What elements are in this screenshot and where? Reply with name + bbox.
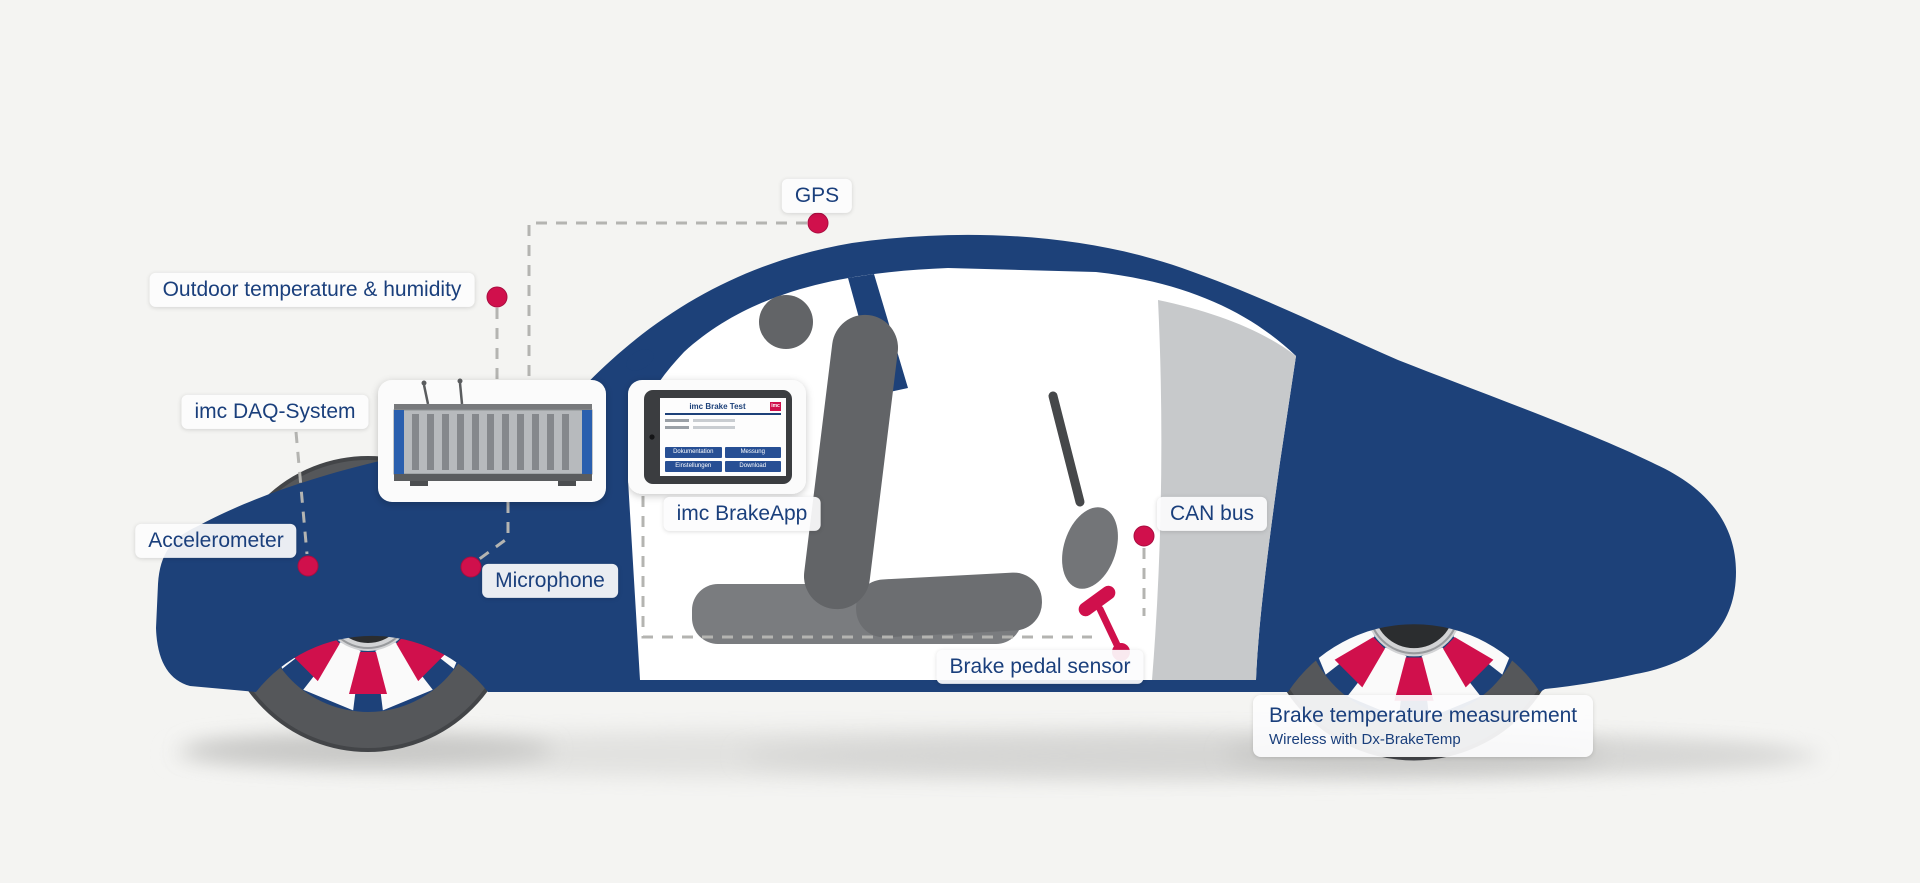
accelerometer-sensor-dot: [297, 555, 319, 577]
microphone-sensor-dot: [460, 556, 482, 578]
gps-connector: [527, 221, 807, 380]
brake-pedal-sensor-label: Brake pedal sensor: [936, 649, 1144, 685]
brakeapp-button-messung: Messung: [724, 447, 781, 458]
driver-silhouette: [692, 295, 1118, 644]
gps-sensor-dot: [807, 212, 829, 234]
brakeapp-button-einstellungen: Einstellungen: [665, 461, 722, 472]
brakeapp-button-dokumentation: Dokumentation: [665, 447, 722, 458]
brakeapp-button-download: Download: [724, 461, 781, 472]
brakeapp-label: imc BrakeApp: [663, 496, 821, 532]
daq-device: [378, 378, 606, 502]
brakeapp-form-row: [665, 426, 781, 429]
microphone-label: Microphone: [482, 563, 618, 599]
sensor-dots: [297, 212, 1155, 578]
canbus-label: CAN bus: [1156, 496, 1268, 532]
tablet-camera-icon: [649, 434, 655, 440]
brake-temperature-label: Brake temperature measurement Wireless w…: [1253, 695, 1594, 758]
brake-temperature-subtitle: Wireless with Dx-BrakeTemp: [1269, 731, 1461, 749]
outdoor-sensor-dot: [486, 286, 508, 308]
daq-microphone-connector: [477, 502, 510, 562]
antenna-icon: [421, 378, 464, 405]
imc-logo: imc: [770, 402, 781, 411]
daq-accelerometer-connector: [294, 431, 309, 555]
rear-interior-shading: [1152, 300, 1296, 680]
dashed-connectors: [294, 221, 1146, 639]
outdoor-temperature-label: Outdoor temperature & humidity: [149, 272, 475, 308]
brakeapp-screen: imc Brake Test imc Dokumentation Messung…: [660, 398, 786, 476]
daq-modules: [412, 414, 569, 470]
brakeapp-form-row: [665, 419, 781, 422]
daq-system-label: imc DAQ-System: [181, 394, 369, 430]
car-cabin: [628, 268, 1296, 680]
accelerometer-label: Accelerometer: [135, 523, 297, 559]
gps-label: GPS: [781, 178, 853, 214]
cabin-loop-connector: [641, 496, 1092, 639]
brakeapp-title: imc Brake Test: [689, 402, 746, 411]
brakeapp-divider: [665, 413, 781, 415]
side-mirror: [626, 349, 654, 371]
brake-temperature-title: Brake temperature measurement: [1269, 704, 1578, 727]
canbus-sensor-dot: [1133, 525, 1155, 547]
